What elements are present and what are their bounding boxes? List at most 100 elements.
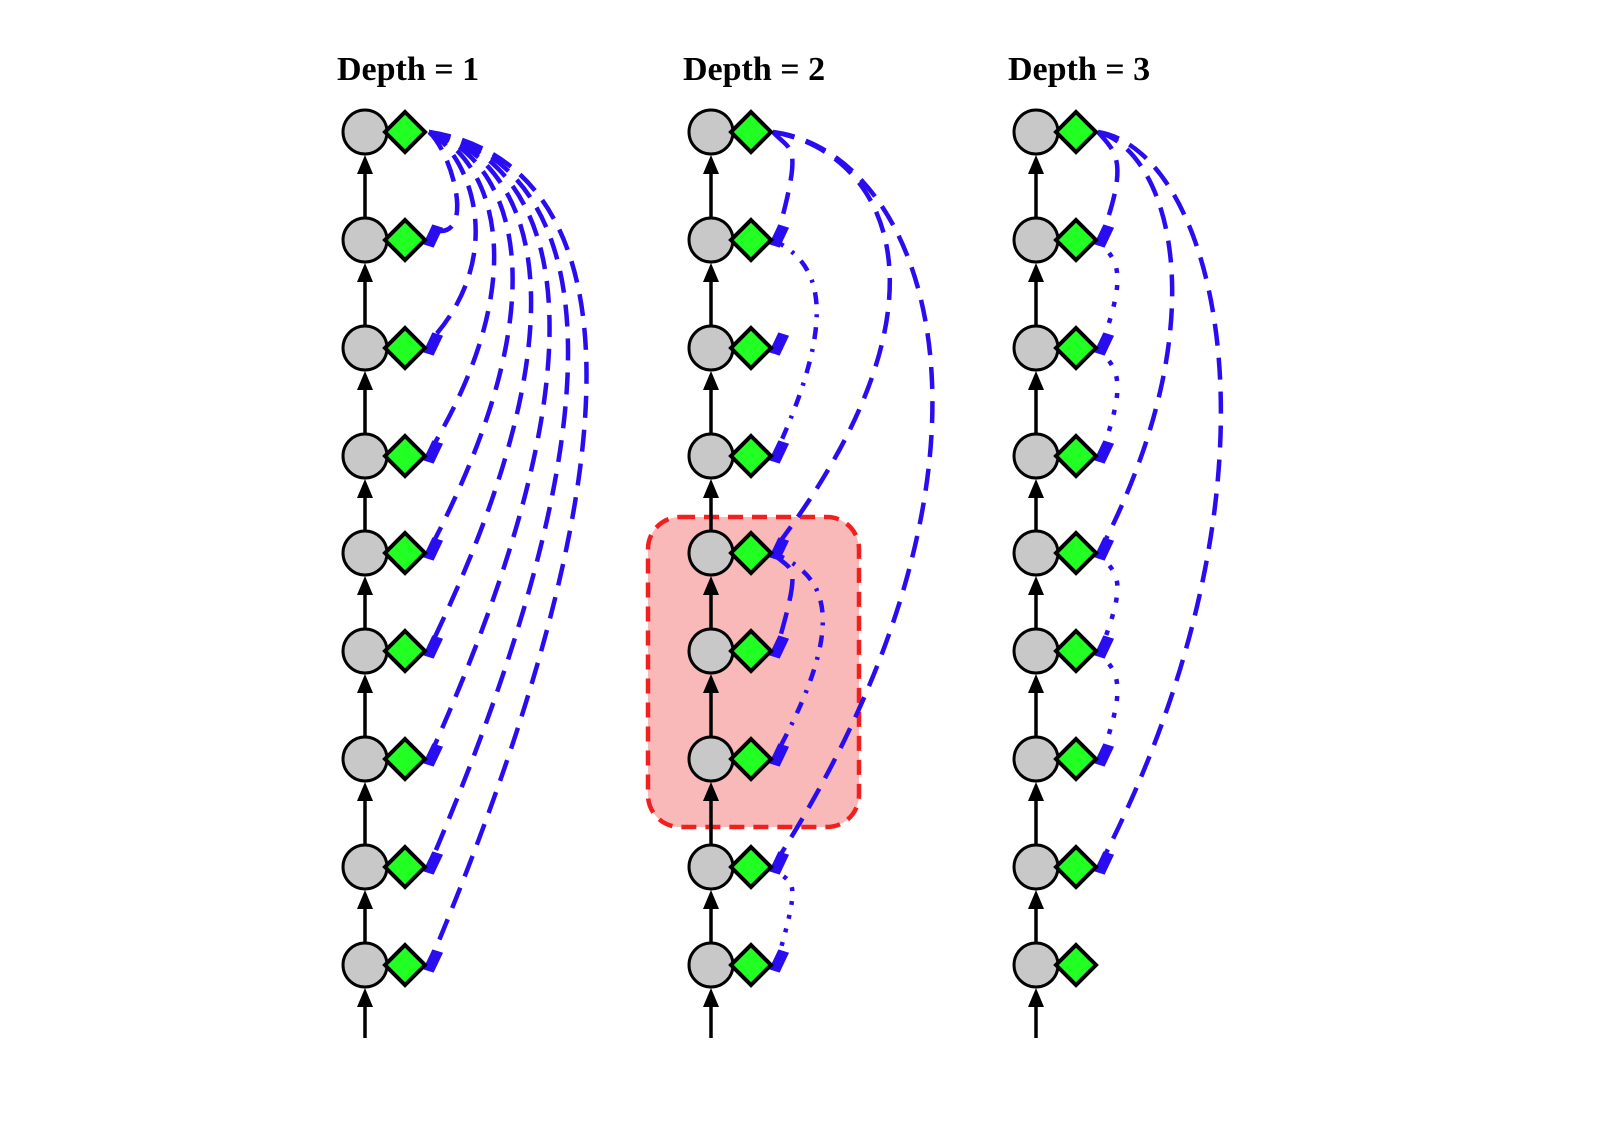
tree-edge — [1096, 346, 1120, 447]
chain-arrowhead — [357, 371, 373, 390]
skip-edge — [428, 129, 534, 642]
edge-arrowhead — [1093, 440, 1115, 464]
hidden-state-node — [1012, 216, 1060, 264]
chain-arrowhead — [1028, 674, 1044, 693]
edge-arrowhead — [768, 949, 790, 973]
skip-edge — [427, 130, 460, 234]
skip-edge — [428, 129, 497, 448]
edge-arrowhead — [768, 332, 790, 356]
tree-edge — [772, 550, 826, 751]
output-diamond — [382, 628, 428, 674]
tree-edge — [1096, 238, 1120, 339]
output-diamond — [382, 844, 428, 890]
edge-arrowhead — [1093, 743, 1115, 767]
output-diamond — [382, 530, 428, 576]
output-diamond — [382, 109, 428, 155]
chain-arrowhead — [1028, 155, 1044, 174]
skip-edge — [428, 129, 571, 858]
edge-arrowhead — [768, 949, 790, 973]
chain-arrowhead — [1028, 479, 1044, 498]
tree-edge — [771, 865, 795, 956]
column-title-depth-3: Depth = 3 — [1008, 51, 1150, 88]
chain-arrowhead — [1028, 890, 1044, 909]
edge-arrowhead — [1093, 743, 1115, 767]
chain-arrowhead — [357, 155, 373, 174]
hidden-state-node — [1012, 735, 1060, 783]
hidden-state-node — [341, 843, 389, 891]
hidden-state-node — [687, 941, 735, 989]
column-title-depth-1: Depth = 1 — [337, 51, 479, 88]
edge-arrowhead — [1093, 224, 1115, 248]
output-diamond — [1053, 736, 1099, 782]
hidden-state-node — [687, 108, 735, 156]
edge-arrowhead — [422, 851, 444, 875]
chain-arrowhead — [703, 674, 719, 693]
tree-edge — [771, 130, 795, 231]
chain-arrowhead — [703, 479, 719, 498]
edge-arrowhead — [1093, 851, 1115, 875]
edge-arrowhead — [422, 949, 444, 973]
tree-edge — [1096, 551, 1120, 642]
output-diamond — [728, 433, 774, 479]
tree-edge — [1096, 130, 1120, 231]
chain-layer — [357, 155, 1044, 1038]
output-diamond — [728, 942, 774, 988]
chain-arrowhead — [357, 576, 373, 595]
skip-edge — [427, 129, 478, 340]
hidden-state-node — [341, 108, 389, 156]
hidden-state-node — [1012, 843, 1060, 891]
output-diamond — [1053, 109, 1099, 155]
hidden-state-node — [341, 529, 389, 577]
edge-arrowhead — [1093, 851, 1115, 875]
edge-arrowhead — [422, 537, 444, 561]
chain-arrowhead — [703, 576, 719, 595]
node-layer — [341, 108, 1099, 989]
column-title-depth-2: Depth = 2 — [683, 51, 825, 88]
tree-edge — [771, 551, 795, 642]
chain-arrowhead — [357, 782, 373, 801]
edge-arrowhead — [768, 332, 790, 356]
chain-arrowhead — [703, 782, 719, 801]
skip-edge — [428, 129, 515, 545]
edge-arrowhead — [1093, 440, 1115, 464]
output-diamond — [728, 325, 774, 371]
chain-arrowhead — [357, 988, 373, 1007]
edge-arrowhead — [422, 224, 444, 248]
chain-arrowhead — [1028, 263, 1044, 282]
edge-arrowhead — [768, 635, 790, 659]
edge-layer — [422, 129, 1224, 973]
edge-arrowhead — [768, 440, 790, 464]
hidden-state-node — [687, 843, 735, 891]
chain-arrowhead — [357, 890, 373, 909]
skip-edge — [428, 129, 589, 956]
edge-arrowhead — [1093, 537, 1115, 561]
output-diamond — [728, 109, 774, 155]
chain-arrowhead — [1028, 988, 1044, 1007]
output-diamond — [1053, 844, 1099, 890]
output-diamond — [728, 844, 774, 890]
hidden-state-node — [1012, 941, 1060, 989]
output-diamond — [1053, 433, 1099, 479]
chain-arrowhead — [1028, 371, 1044, 390]
hidden-state-node — [687, 432, 735, 480]
hidden-state-node — [687, 216, 735, 264]
hidden-state-node — [1012, 108, 1060, 156]
edge-arrowhead — [1093, 224, 1115, 248]
edge-arrowhead — [422, 224, 444, 248]
output-diamond — [1053, 628, 1099, 674]
hidden-state-node — [687, 324, 735, 372]
edge-arrowhead — [422, 332, 444, 356]
output-diamond — [728, 530, 774, 576]
edge-arrowhead — [422, 537, 444, 561]
chain-arrowhead — [703, 155, 719, 174]
hidden-state-node — [687, 735, 735, 783]
chain-arrowhead — [1028, 576, 1044, 595]
edge-arrowhead — [1093, 635, 1115, 659]
edge-arrowhead — [768, 635, 790, 659]
edge-arrowhead — [422, 949, 444, 973]
output-diamond — [1053, 942, 1099, 988]
output-diamond — [382, 325, 428, 371]
hidden-state-node — [1012, 627, 1060, 675]
output-diamond — [728, 736, 774, 782]
edge-arrowhead — [422, 635, 444, 659]
